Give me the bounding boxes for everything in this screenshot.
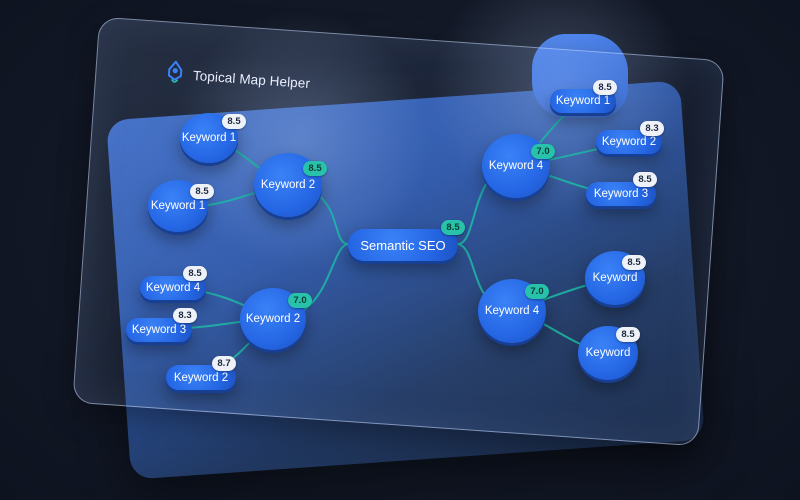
score-badge: 8.5 [222, 114, 246, 129]
branch-node-label: Keyword 2 [245, 313, 301, 325]
branch-node-label: Keyword 4 [484, 305, 540, 317]
leaf-node-label: Keyword 3 [131, 324, 187, 336]
leaf-node-label: Keyword 1 [150, 200, 206, 212]
branch-node[interactable]: Keyword 4 [478, 279, 546, 343]
score-badge: 8.5 [616, 327, 640, 342]
leaf-node-label: Keyword 2 [173, 371, 229, 384]
leaf-node[interactable]: Keyword [578, 326, 638, 380]
branch-node-label: Keyword 2 [260, 179, 316, 191]
leaf-node-label: Keyword [592, 272, 638, 284]
leaf-node-label: Keyword [585, 347, 631, 359]
score-badge: 8.5 [303, 161, 327, 176]
score-badge: 8.5 [190, 184, 214, 199]
score-badge: 7.0 [288, 293, 312, 308]
score-badge: 8.7 [212, 356, 236, 371]
leaf-node-label: Keyword 1 [555, 95, 611, 107]
score-badge: 8.5 [441, 220, 465, 235]
score-badge: 7.0 [531, 144, 555, 159]
score-badge: 8.5 [633, 172, 657, 187]
leaf-node-label: Keyword 4 [145, 282, 201, 294]
score-badge: 8.5 [593, 80, 617, 95]
score-badge: 7.0 [525, 284, 549, 299]
center-node[interactable]: Semantic SEO [348, 229, 458, 261]
score-badge: 8.3 [173, 308, 197, 323]
leaf-node-label: Keyword 3 [593, 188, 649, 200]
branch-node-label: Keyword 4 [488, 160, 544, 172]
leaf-node[interactable]: Keyword 2 [596, 130, 662, 154]
app-header: Topical Map Helper [164, 60, 311, 97]
score-badge: 8.5 [183, 266, 207, 281]
leaf-node-label: Keyword 2 [601, 136, 657, 148]
leaf-node-label: Keyword 1 [181, 132, 237, 144]
branch-node[interactable]: Keyword 4 [482, 134, 550, 198]
score-badge: 8.5 [622, 255, 646, 270]
rocket-logo-icon [164, 60, 186, 88]
center-node-label: Semantic SEO [360, 237, 446, 253]
score-badge: 8.3 [640, 121, 664, 136]
